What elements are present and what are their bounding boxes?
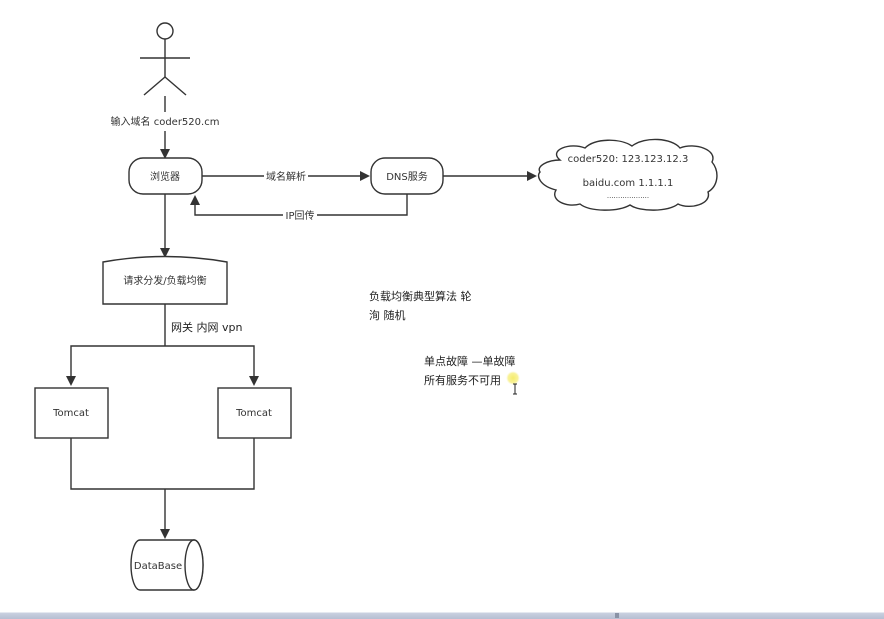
tomcats-merge-connector bbox=[70, 438, 255, 490]
horizontal-scrollbar[interactable] bbox=[0, 612, 884, 619]
cursor-highlight bbox=[506, 371, 520, 385]
load-balancer-node[interactable]: 请求分发/负载均衡 bbox=[102, 255, 228, 305]
ip-return-label: IP回传 bbox=[286, 210, 315, 222]
algorithm-note-line1[interactable]: 负载均衡典型算法 轮 bbox=[369, 289, 472, 303]
dns-service-label: DNS服务 bbox=[386, 170, 428, 183]
browser-node[interactable]: 浏览器 bbox=[128, 157, 203, 195]
tomcat-right-label: Tomcat bbox=[235, 408, 272, 419]
failure-note-line2[interactable]: 所有服务不可用 bbox=[424, 373, 501, 387]
dns-record-ellipsis: ................... bbox=[607, 192, 649, 200]
scrollbar-handle[interactable] bbox=[615, 613, 619, 618]
failure-note-line1[interactable]: 单点故障 —单故障 bbox=[424, 354, 516, 368]
tomcat-left-node[interactable]: Tomcat bbox=[34, 387, 109, 439]
split-to-right-tomcat bbox=[165, 345, 259, 386]
database-node[interactable]: DataBase bbox=[130, 539, 204, 591]
domain-resolve-label: 域名解析 bbox=[266, 170, 306, 183]
browser-label: 浏览器 bbox=[150, 170, 180, 183]
gateway-label[interactable]: 网关 内网 vpn bbox=[171, 320, 242, 334]
database-label: DataBase bbox=[134, 561, 182, 572]
tomcat-left-label: Tomcat bbox=[52, 408, 89, 419]
dns-records-cloud[interactable]: coder520: 123.123.12.3 baidu.com 1.1.1.1… bbox=[537, 138, 718, 211]
dns-service-node[interactable]: DNS服务 bbox=[370, 157, 444, 195]
split-to-left-tomcat bbox=[66, 345, 165, 386]
dns-record-1: coder520: 123.123.12.3 bbox=[568, 154, 689, 165]
actor-label[interactable]: 输入域名 coder520.cm bbox=[111, 115, 220, 128]
text-cursor-icon bbox=[513, 383, 517, 395]
dns-record-2: baidu.com 1.1.1.1 bbox=[583, 178, 674, 189]
tomcat-right-node[interactable]: Tomcat bbox=[217, 387, 292, 439]
user-actor-icon[interactable] bbox=[140, 22, 190, 96]
algorithm-note-line2[interactable]: 洵 随机 bbox=[369, 308, 406, 322]
load-balancer-label: 请求分发/负载均衡 bbox=[123, 274, 206, 287]
